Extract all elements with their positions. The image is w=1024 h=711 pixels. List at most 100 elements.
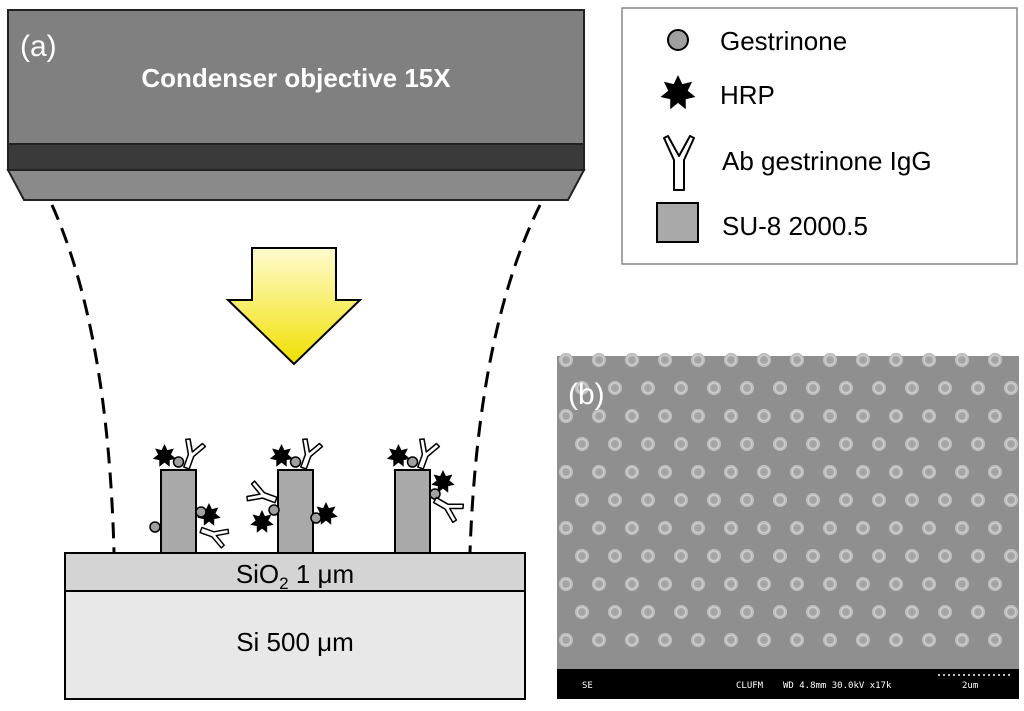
sem-pillar-dot bbox=[987, 408, 1003, 424]
sem-pillar-dot bbox=[855, 408, 871, 424]
legend-item-antibody: Ab gestrinone IgG bbox=[663, 135, 932, 191]
sem-pillar-dot bbox=[1003, 436, 1019, 452]
panel-b-label: (b) bbox=[568, 378, 605, 411]
sem-pillar-dot bbox=[690, 520, 706, 536]
sem-pillar-dot bbox=[805, 604, 821, 620]
condenser-objective bbox=[6, 9, 586, 201]
panel-b: (b) SE CLUFM WD 4.8mm 30.0kV x17k 2um bbox=[557, 352, 1019, 699]
sem-pillar-dot bbox=[772, 380, 788, 396]
substrate-layer bbox=[64, 590, 526, 700]
sem-pillar-dot bbox=[772, 548, 788, 564]
sem-pillar-dot bbox=[657, 520, 673, 536]
sem-pillar-dot bbox=[640, 548, 656, 564]
legend-label: HRP bbox=[720, 80, 775, 110]
sem-pillar-dot bbox=[904, 604, 920, 620]
sem-pillar-dot bbox=[706, 548, 722, 564]
hrp-star-icon bbox=[152, 444, 177, 467]
sem-pillar-dot bbox=[591, 464, 607, 480]
oxide-layer bbox=[64, 552, 526, 592]
objective-lens bbox=[6, 169, 586, 201]
sem-pillar-dot bbox=[904, 436, 920, 452]
light-cone-right bbox=[468, 204, 542, 553]
sem-pillar-dot bbox=[574, 548, 590, 564]
sem-pillar-dot bbox=[970, 492, 986, 508]
sem-pillar-dot bbox=[706, 604, 722, 620]
sem-pillar-dot bbox=[822, 408, 838, 424]
sem-pillar-dot bbox=[739, 492, 755, 508]
sem-pillar-dot bbox=[640, 492, 656, 508]
sem-pillar-dot bbox=[954, 464, 970, 480]
sem-pillar-dot bbox=[723, 352, 739, 368]
sem-pillar-dot bbox=[805, 436, 821, 452]
sem-pillar-dot bbox=[855, 352, 871, 368]
hrp-star-icon bbox=[660, 75, 696, 110]
sem-pillar-dot bbox=[739, 604, 755, 620]
objective-body bbox=[7, 9, 585, 145]
sem-pillar-dot bbox=[970, 436, 986, 452]
sem-pillar-dot bbox=[822, 352, 838, 368]
sem-pillar-dot bbox=[657, 464, 673, 480]
sem-pillar-dot bbox=[690, 632, 706, 648]
sem-pillar-dot bbox=[855, 464, 871, 480]
sem-pillar-dot bbox=[673, 604, 689, 620]
sem-pillar-dot bbox=[574, 604, 590, 620]
sem-pillar-dot bbox=[954, 576, 970, 592]
hrp-star-icon bbox=[269, 444, 294, 467]
sem-pillar-dot bbox=[1003, 604, 1019, 620]
sem-pillar-dot bbox=[624, 464, 640, 480]
sem-pillar-dot bbox=[970, 604, 986, 620]
sem-pillar-dot bbox=[673, 380, 689, 396]
sem-pillar-dot bbox=[723, 464, 739, 480]
sem-pillar-dot bbox=[690, 576, 706, 592]
sem-pillar-dot bbox=[1003, 492, 1019, 508]
antibody-y-icon bbox=[199, 526, 230, 549]
sem-pillar-dot bbox=[624, 632, 640, 648]
sem-pillar-dot bbox=[921, 352, 937, 368]
substrate-label: Si 500 μm bbox=[236, 627, 354, 657]
sem-pillar-dot bbox=[921, 632, 937, 648]
legend-item-hrp: HRP bbox=[660, 75, 775, 110]
sem-pillar-dot bbox=[937, 548, 953, 564]
sem-pillar-dot bbox=[723, 632, 739, 648]
sem-pillar-dot bbox=[871, 436, 887, 452]
sem-pillar-dot bbox=[954, 408, 970, 424]
sem-pillar-dot bbox=[607, 436, 623, 452]
gestrinone-icon bbox=[149, 521, 161, 533]
sem-pillar-dot bbox=[706, 380, 722, 396]
sem-pillar-dot bbox=[624, 408, 640, 424]
sem-pillar-dot bbox=[574, 492, 590, 508]
sem-pillar-dot bbox=[822, 464, 838, 480]
sem-mode: SE bbox=[582, 681, 593, 691]
illumination-arrow bbox=[225, 247, 363, 366]
sem-pillar-dot bbox=[756, 408, 772, 424]
su8-pillar bbox=[277, 469, 314, 554]
legend-label: Ab gestrinone IgG bbox=[722, 146, 932, 176]
sem-image bbox=[557, 356, 1019, 669]
sem-pillar-dot bbox=[838, 604, 854, 620]
sem-pillar-dot bbox=[607, 604, 623, 620]
sem-pillar-dot bbox=[657, 576, 673, 592]
sem-pillar-dot bbox=[888, 632, 904, 648]
objective-band bbox=[7, 143, 585, 171]
sem-pillar-dot bbox=[888, 352, 904, 368]
sem-pillar-dot bbox=[558, 408, 574, 424]
hrp-star-icon bbox=[660, 75, 696, 110]
sem-pillar-dot bbox=[987, 464, 1003, 480]
sem-pillar-dot bbox=[822, 632, 838, 648]
sem-pillar-dot bbox=[937, 380, 953, 396]
sem-pillar-grid bbox=[558, 352, 1019, 648]
sem-info-bar bbox=[557, 669, 1019, 699]
sem-pillar-dot bbox=[772, 492, 788, 508]
sem-pillar-dot bbox=[756, 520, 772, 536]
sem-pillar-dot bbox=[888, 576, 904, 592]
sem-pillar-dot bbox=[987, 632, 1003, 648]
pillar-molecules bbox=[386, 438, 465, 524]
sem-pillar-dot bbox=[805, 380, 821, 396]
sem-pillar-dot bbox=[723, 520, 739, 536]
sem-pillar-dot bbox=[772, 436, 788, 452]
sem-pillar-dot bbox=[970, 380, 986, 396]
sem-pillar-dot bbox=[591, 632, 607, 648]
sem-pillar-dot bbox=[838, 492, 854, 508]
sem-pillar-dot bbox=[756, 576, 772, 592]
su8-pillar bbox=[160, 469, 197, 554]
